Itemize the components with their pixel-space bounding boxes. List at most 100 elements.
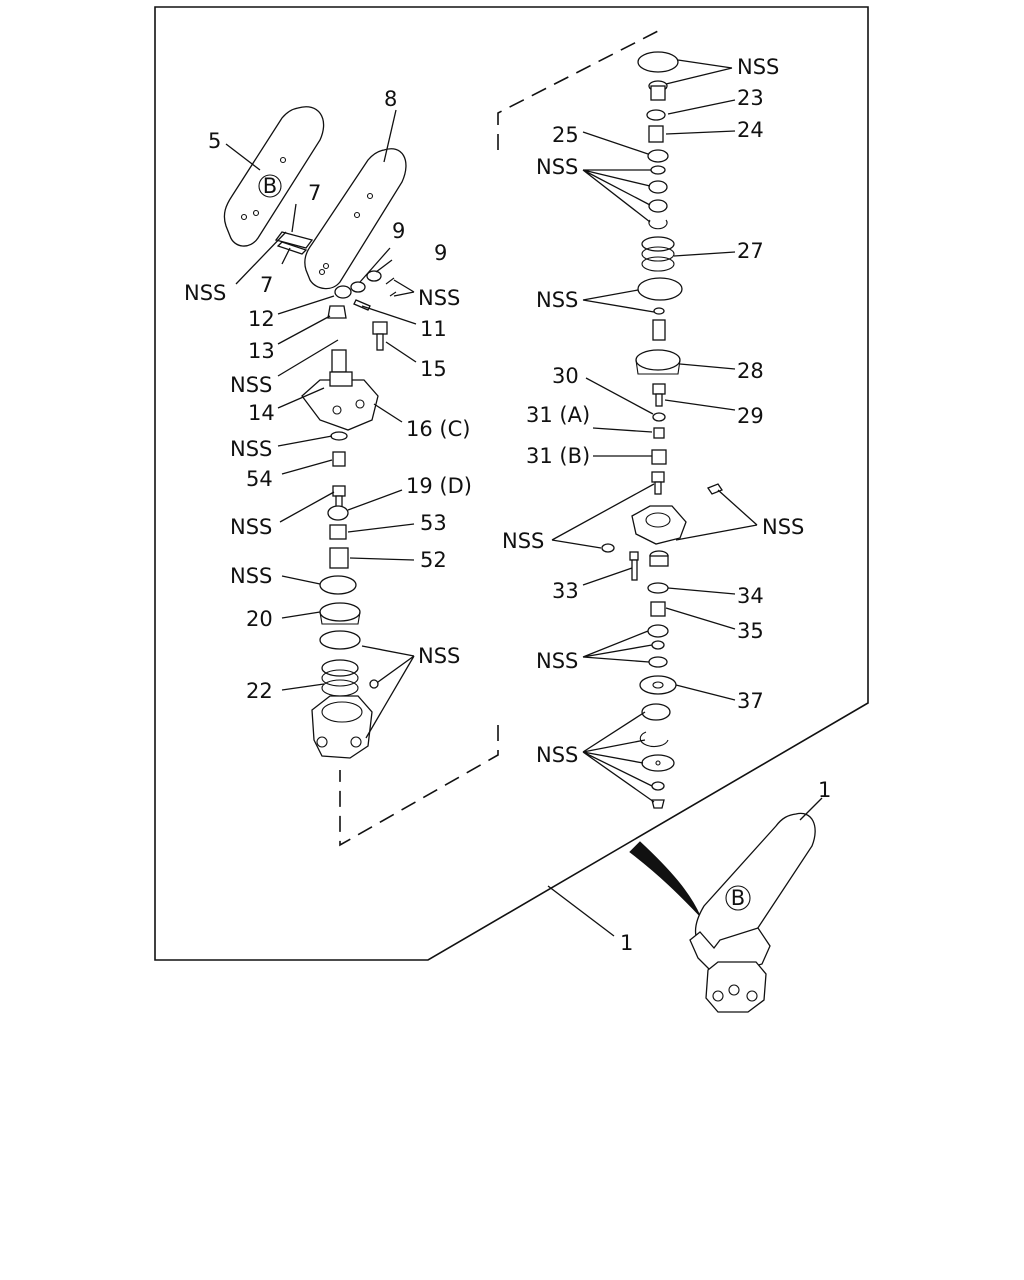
seal-small-left xyxy=(601,543,615,553)
label-37: 37 xyxy=(737,689,764,713)
label-8: 8 xyxy=(384,87,397,111)
label-nss-oring: NSS xyxy=(536,288,578,312)
plunger xyxy=(331,349,347,373)
label-24: 24 xyxy=(737,118,764,142)
seal-ring xyxy=(330,431,348,441)
label-31b: 31 (B) xyxy=(526,444,590,468)
pedal-plate-5: B xyxy=(223,106,325,247)
direction-arrow xyxy=(629,841,701,917)
label-nss-top: NSS xyxy=(737,55,779,79)
upper-body-16 xyxy=(301,371,379,431)
lower-body xyxy=(311,695,373,759)
label-14: 14 xyxy=(248,401,275,425)
pin-7 xyxy=(274,231,314,255)
label-33: 33 xyxy=(552,579,579,603)
label-34: 34 xyxy=(737,584,764,608)
pedal-letter-b-assembled: B xyxy=(731,886,745,910)
seal-e xyxy=(651,640,665,650)
label-9a: 9 xyxy=(392,219,405,243)
washer-9b xyxy=(366,270,382,282)
valve-19 xyxy=(327,505,349,521)
spring-27 xyxy=(641,236,675,272)
label-13: 13 xyxy=(248,339,275,363)
label-nss-oring-left: NSS xyxy=(230,564,272,588)
label-9b: 9 xyxy=(434,241,447,265)
cotter-pin xyxy=(385,277,397,297)
assembled-brake-valve: B xyxy=(689,812,816,1013)
ring-35 xyxy=(647,624,669,638)
washer-23 xyxy=(646,109,666,121)
roller-13 xyxy=(327,305,347,319)
sleeve-34 xyxy=(649,550,669,567)
label-52: 52 xyxy=(420,548,447,572)
label-23: 23 xyxy=(737,86,764,110)
o-ring-b xyxy=(319,630,361,650)
label-5: 5 xyxy=(208,129,221,153)
label-53: 53 xyxy=(420,511,447,535)
pedal-plate-8 xyxy=(304,148,407,290)
bolt-33 xyxy=(629,551,639,581)
leader-lines xyxy=(225,59,823,937)
label-11: 11 xyxy=(420,317,447,341)
ring-34 xyxy=(647,582,669,594)
washer-9a xyxy=(350,281,366,293)
seal-b xyxy=(648,180,668,194)
spring-53 xyxy=(329,524,347,540)
seal-a xyxy=(650,165,666,175)
bolt-29 xyxy=(652,383,666,407)
o-ring-top xyxy=(637,51,679,73)
plug-right xyxy=(707,483,723,495)
spring-22 xyxy=(321,659,359,697)
guide-sleeve xyxy=(652,319,666,341)
label-nss-pin: NSS xyxy=(184,281,226,305)
label-16c: 16 (C) xyxy=(406,417,470,441)
washer-30 xyxy=(652,412,666,422)
label-nss-body-right: NSS xyxy=(762,515,804,539)
pedal-letter-b: B xyxy=(263,174,277,198)
label-12: 12 xyxy=(248,307,275,331)
label-7-top: 7 xyxy=(308,181,321,205)
label-nss-seal: NSS xyxy=(230,437,272,461)
label-nss-bottom: NSS xyxy=(536,743,578,767)
label-31a: 31 (A) xyxy=(526,403,590,427)
stem-bolt xyxy=(332,485,346,511)
spring-31b xyxy=(651,449,667,465)
label-7-bottom: 7 xyxy=(260,273,273,297)
plug-small xyxy=(369,679,379,689)
label-nss-cotter: NSS xyxy=(418,286,460,310)
spring-52 xyxy=(329,547,349,569)
label-54: 54 xyxy=(246,467,273,491)
middle-body xyxy=(631,505,687,545)
label-22: 22 xyxy=(246,679,273,703)
snap-ring-a xyxy=(648,219,668,230)
label-25: 25 xyxy=(552,123,579,147)
spring-54 xyxy=(332,451,346,467)
stem-bolt-right xyxy=(651,471,665,495)
spring-35 xyxy=(650,601,666,617)
spring-31a xyxy=(653,427,665,439)
label-30: 30 xyxy=(552,364,579,388)
bolt-15 xyxy=(372,321,388,351)
bushing-12 xyxy=(334,285,352,299)
label-nss-body-lower: NSS xyxy=(418,644,460,668)
subassembly-dashed-outline xyxy=(339,29,661,847)
nut-small xyxy=(651,799,665,809)
seal-f xyxy=(648,656,668,668)
spring-24 xyxy=(648,125,664,143)
label-1-assembly: 1 xyxy=(818,778,831,802)
label-35: 35 xyxy=(737,619,764,643)
ring-25 xyxy=(647,149,669,163)
label-nss-body-left: NSS xyxy=(502,529,544,553)
seal-d xyxy=(653,307,665,315)
diagram-frame xyxy=(154,6,869,961)
callout-labels: NSS 23 24 25 NSS 27 NSS 28 30 29 31 (A) … xyxy=(184,55,831,955)
label-29: 29 xyxy=(737,404,764,428)
label-27: 27 xyxy=(737,239,764,263)
label-28: 28 xyxy=(737,359,764,383)
label-1-frame: 1 xyxy=(620,931,633,955)
snap-ring-b xyxy=(639,731,669,747)
cup-seal xyxy=(641,703,671,721)
label-nss-lower: NSS xyxy=(536,649,578,673)
piston-28 xyxy=(635,349,681,375)
